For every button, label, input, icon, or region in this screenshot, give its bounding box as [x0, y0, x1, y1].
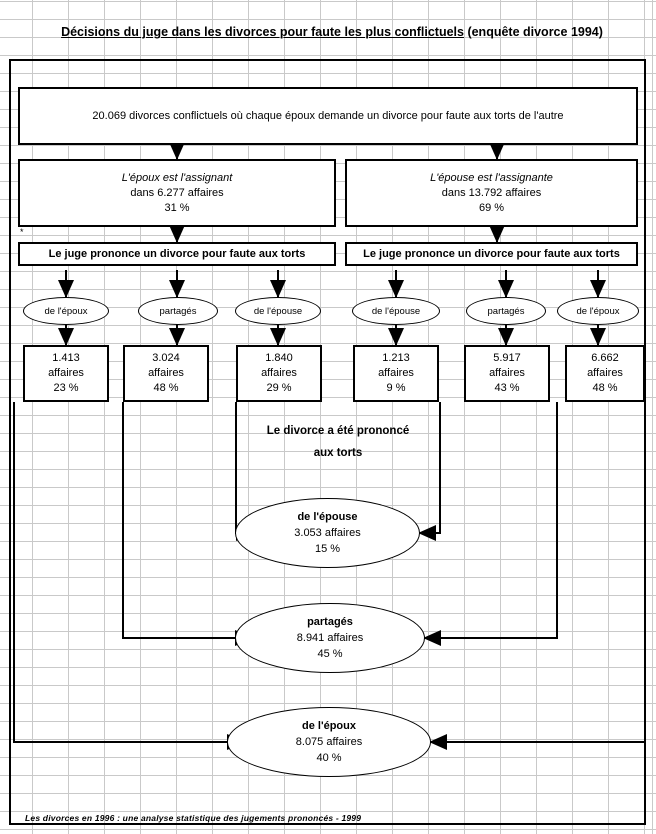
result-box-2-unit: affaires	[148, 367, 184, 379]
fault-node-3-label: de l'épouse	[253, 305, 303, 317]
total-node-shared: partagés 8.941 affaires 45 %	[235, 603, 425, 673]
total-node-husband: de l'époux 8.075 affaires 40 %	[227, 707, 431, 777]
result-box-4-unit: affaires	[378, 367, 414, 379]
total-node-husband-head: de l'époux	[302, 720, 356, 732]
result-box-6: 6.662 affaires 48 %	[565, 345, 645, 402]
outcome-caption-line2: aux torts	[313, 447, 363, 459]
result-box-6-unit: affaires	[587, 367, 623, 379]
result-box-5-pct: 43 %	[494, 382, 520, 394]
result-box-5-unit: affaires	[489, 367, 525, 379]
result-box-5: 5.917 affaires 43 %	[464, 345, 550, 402]
fault-node-6-label: de l'époux	[576, 305, 620, 317]
judge-box-right-label: Le juge prononce un divorce pour faute a…	[363, 247, 620, 260]
total-node-shared-count: 8.941 affaires	[296, 632, 364, 644]
page-title: Décisions du juge dans les divorces pour…	[26, 24, 638, 40]
result-box-1-count: 1.413	[52, 352, 80, 364]
outcome-caption: Le divorce a été prononcé aux torts	[236, 420, 440, 464]
fault-node-5: partagés	[466, 297, 546, 325]
fault-node-1-label: de l'époux	[44, 305, 88, 317]
party-husband-title: L'époux est l'assignant	[121, 171, 233, 184]
judge-box-left-label: Le juge prononce un divorce pour faute a…	[48, 247, 306, 260]
fault-node-4-label: de l'épouse	[371, 305, 421, 317]
result-box-5-count: 5.917	[493, 352, 521, 364]
result-box-2: 3.024 affaires 48 %	[123, 345, 209, 402]
party-wife-cases: dans 13.792 affaires	[441, 186, 542, 199]
fault-node-1: de l'époux	[23, 297, 109, 325]
result-box-3-unit: affaires	[261, 367, 297, 379]
page-title-suffix: (enquête divorce 1994)	[463, 25, 603, 39]
result-box-6-count: 6.662	[591, 352, 619, 364]
total-cases-text: 20.069 divorces conflictuels où chaque é…	[92, 109, 564, 122]
total-cases-box: 20.069 divorces conflictuels où chaque é…	[18, 87, 638, 145]
result-box-3-count: 1.840	[265, 352, 293, 364]
total-node-shared-pct: 45 %	[317, 648, 343, 660]
fault-node-6: de l'époux	[557, 297, 639, 325]
total-node-shared-head: partagés	[307, 616, 353, 628]
page-title-underlined: Décisions du juge dans les divorces pour…	[61, 25, 464, 39]
judge-box-right: Le juge prononce un divorce pour faute a…	[345, 242, 638, 266]
party-wife-title: L'épouse est l'assignante	[430, 171, 553, 184]
result-box-4-count: 1.213	[382, 352, 410, 364]
result-box-4: 1.213 affaires 9 %	[353, 345, 439, 402]
total-node-wife-pct: 15 %	[314, 543, 341, 555]
result-box-2-count: 3.024	[152, 352, 180, 364]
outcome-caption-line1: Le divorce a été prononcé	[266, 425, 410, 437]
total-node-husband-pct: 40 %	[316, 752, 342, 764]
fault-node-4: de l'épouse	[352, 297, 440, 325]
party-husband-cases: dans 6.277 affaires	[130, 186, 224, 199]
fault-node-2-label: partagés	[159, 305, 197, 317]
result-box-1-pct: 23 %	[53, 382, 79, 394]
fault-node-5-label: partagés	[487, 305, 525, 317]
fault-node-2: partagés	[138, 297, 218, 325]
party-box-husband: L'époux est l'assignant dans 6.277 affai…	[18, 159, 336, 227]
total-node-wife-head: de l'épouse	[297, 511, 358, 523]
result-box-6-pct: 48 %	[592, 382, 618, 394]
party-husband-pct: 31 %	[164, 201, 190, 214]
party-box-wife: L'épouse est l'assignante dans 13.792 af…	[345, 159, 638, 227]
result-box-1-unit: affaires	[48, 367, 84, 379]
result-box-1: 1.413 affaires 23 %	[23, 345, 109, 402]
result-box-3: 1.840 affaires 29 %	[236, 345, 322, 402]
total-node-wife: de l'épouse 3.053 affaires 15 %	[235, 498, 420, 568]
judge-box-left: Le juge prononce un divorce pour faute a…	[18, 242, 336, 266]
total-node-wife-count: 3.053 affaires	[294, 527, 361, 539]
party-wife-pct: 69 %	[478, 201, 505, 214]
asterisk-marker: *	[20, 227, 24, 237]
result-box-3-pct: 29 %	[266, 382, 292, 394]
result-box-4-pct: 9 %	[386, 382, 406, 394]
total-node-husband-count: 8.075 affaires	[295, 736, 363, 748]
fault-node-3: de l'épouse	[235, 297, 321, 325]
result-box-2-pct: 48 %	[153, 382, 179, 394]
source-footnote: Les divorces en 1996 : une analyse stati…	[25, 813, 362, 823]
